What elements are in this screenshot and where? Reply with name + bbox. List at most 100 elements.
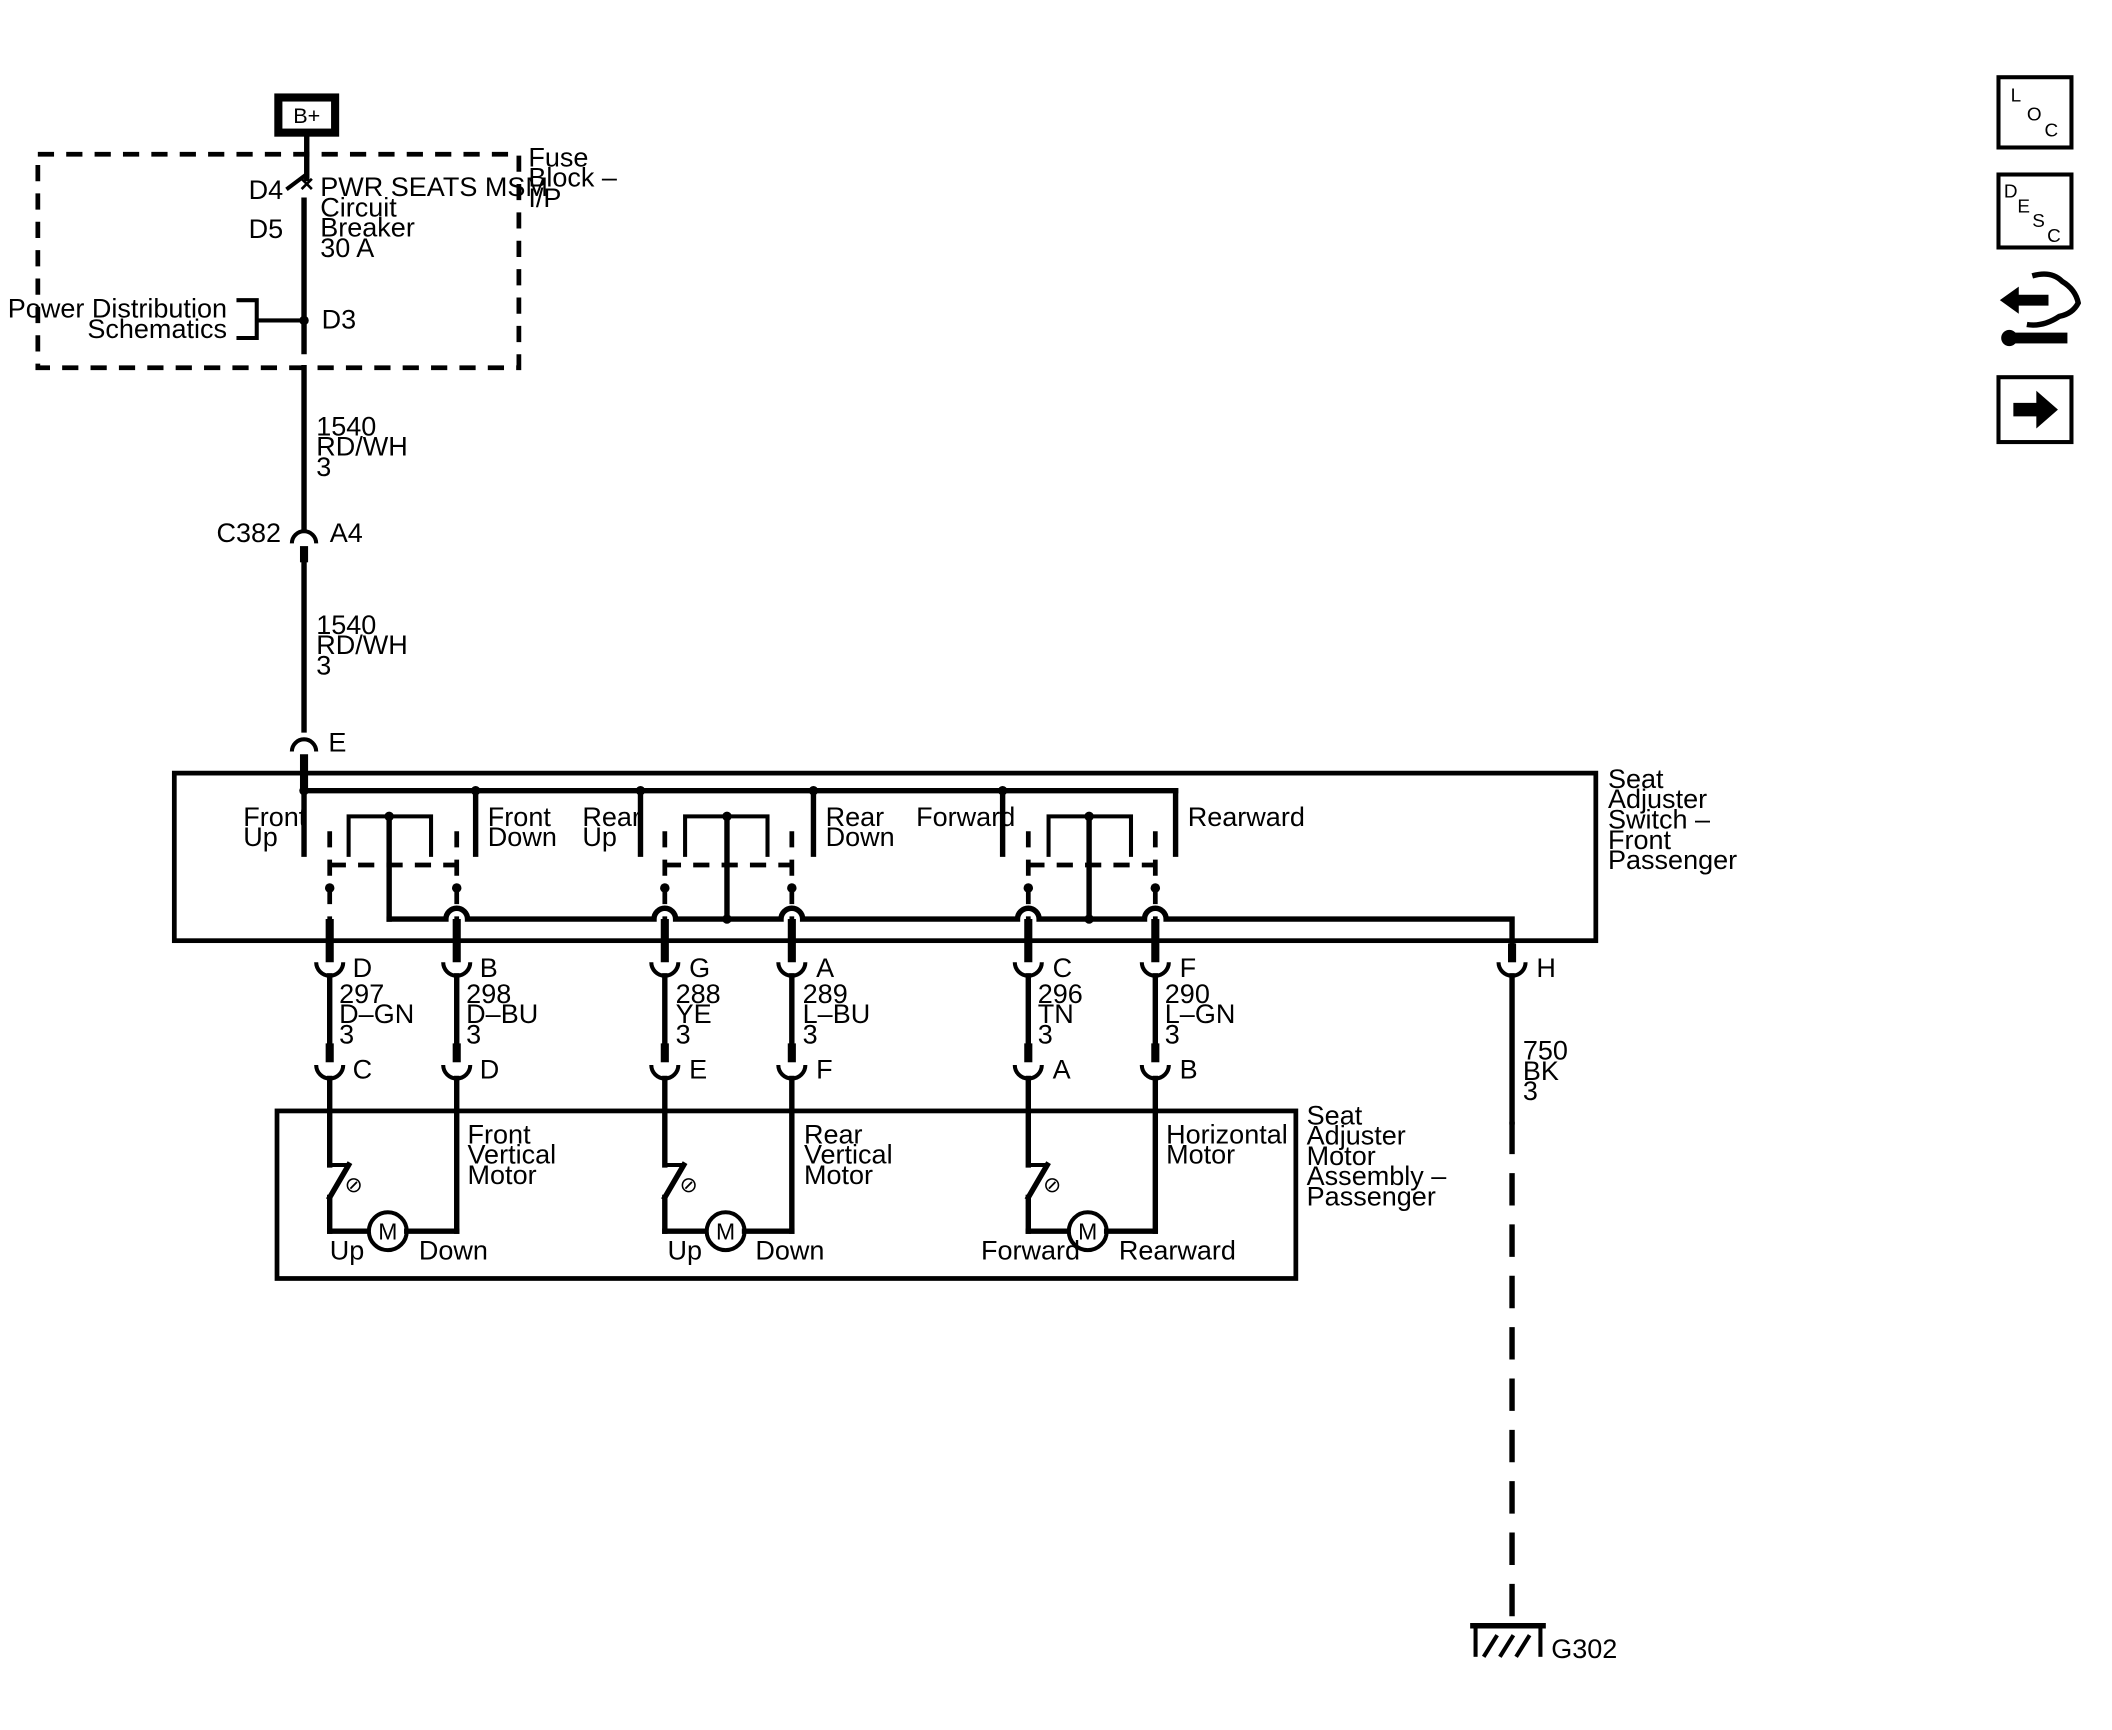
circuit-298: B 298 D–BU 3 D (441, 919, 538, 1084)
svg-text:E: E (2017, 196, 2030, 217)
position-front-down-1: Front (488, 802, 552, 832)
switch-label-4: Front (1608, 825, 1672, 855)
circuit-289-motor-pin: F (816, 1054, 833, 1084)
power-distribution-label-1: Power Distribution (8, 294, 227, 324)
breaker-label-3: Breaker (320, 213, 415, 243)
front-vertical-name-1: Front (468, 1119, 532, 1149)
breaker-label-4: 30 A (320, 233, 374, 263)
battery-source-label: B+ (293, 103, 320, 128)
breaker-pin-d5: D5 (249, 214, 284, 244)
motor-assembly-label-5: Passenger (1307, 1182, 1436, 1212)
circuit-289-gauge: 3 (803, 1019, 818, 1049)
thermal-breaker-icon: ⊘ (345, 1172, 363, 1197)
desc-button[interactable]: D E S C (1996, 172, 2074, 250)
circuit-289-number: 289 (803, 979, 848, 1009)
horizontal-name-2: Motor (1166, 1140, 1235, 1170)
switch-section-front-vertical (324, 811, 462, 922)
position-rear-up-1: Rear (582, 802, 641, 832)
ground-wire-number: 750 (1523, 1036, 1568, 1066)
circuit-289: A 289 L–BU 3 F (776, 919, 871, 1084)
position-rear-down-2: Down (826, 822, 895, 852)
loc-icon: L O C (2011, 86, 2058, 142)
circuit-288-motor-pin: E (689, 1054, 707, 1084)
circuit-289-color: L–BU (803, 999, 871, 1029)
switch-label-3: Switch – (1608, 805, 1711, 835)
circuit-298-switch-pin: B (480, 953, 498, 983)
circuit-290-number: 290 (1165, 979, 1210, 1009)
motor-symbol: M (1078, 1218, 1097, 1244)
circuit-290-switch-pin: F (1180, 953, 1197, 983)
circuit-298-number: 298 (466, 979, 511, 1009)
position-rear-down-1: Rear (826, 802, 885, 832)
front-vertical-up: Up (330, 1236, 365, 1266)
svg-text:S: S (2032, 211, 2045, 232)
circuit-296-gauge: 3 (1038, 1019, 1053, 1049)
svg-text:O: O (2027, 104, 2042, 125)
motor-symbol: M (378, 1218, 397, 1244)
breaker-label-2: Circuit (320, 192, 397, 222)
thermal-breaker-icon: ⊘ (1043, 1172, 1061, 1197)
ground-wire-color: BK (1523, 1056, 1559, 1086)
breaker-label-1: PWR SEATS MSM (320, 172, 548, 202)
position-rear-up-2: Up (582, 822, 617, 852)
motor-symbol: M (716, 1218, 735, 1244)
circuit-288-switch-pin: G (689, 953, 710, 983)
breaker-pin-d4: D4 (249, 175, 284, 205)
front-vertical-name-2: Vertical (468, 1140, 557, 1170)
position-front-up-1: Front (243, 802, 307, 832)
horizontal-forward: Forward (981, 1236, 1080, 1266)
svg-text:D: D (2004, 181, 2018, 202)
diagnostic-icon (1999, 271, 2082, 347)
nav-buttons: L O C D E S C (1996, 75, 2082, 445)
feed-wire-upper-color: RD/WH (316, 432, 408, 462)
circuit-297-gauge: 3 (339, 1019, 354, 1049)
rear-vertical-up: Up (668, 1236, 703, 1266)
front-vertical-name-3: Motor (468, 1160, 537, 1190)
motor-assembly-label-3: Motor (1307, 1141, 1376, 1171)
switch-feed-pin: E (328, 727, 346, 757)
feed-wire: 1540 RD/WH 3 C382 A4 1540 RD/WH 3 E (216, 365, 408, 791)
switch-section-rear-vertical (660, 811, 797, 924)
horizontal-motor: ⊘ M Horizontal Motor Forward Rearward (981, 1075, 1288, 1266)
desc-icon: D E S C (2004, 181, 2061, 247)
fuse-block-label-3: I/P (528, 183, 561, 213)
circuit-289-switch-pin: A (816, 953, 834, 983)
fuse-block-label-2: Block – (528, 163, 618, 193)
svg-text:C: C (2047, 226, 2061, 247)
svg-text:C: C (2044, 121, 2058, 142)
circuit-298-color: D–BU (466, 999, 538, 1029)
thermal-breaker-icon: ⊘ (680, 1172, 698, 1197)
fuse-block: Fuse Block – I/P (35, 142, 618, 371)
rear-vertical-name-1: Rear (804, 1119, 863, 1149)
ground-wire-gauge: 3 (1523, 1076, 1538, 1106)
next-arrow-icon (2013, 390, 2058, 429)
circuit-298-gauge: 3 (466, 1019, 481, 1049)
power-distribution-label-2: Schematics (87, 314, 227, 344)
circuit-288-number: 288 (676, 979, 721, 1009)
circuit-290: F 290 L–GN 3 B (1139, 919, 1235, 1084)
ground-switch-pin: H (1536, 953, 1556, 983)
position-front-up-2: Up (243, 822, 278, 852)
circuit-290-gauge: 3 (1165, 1019, 1180, 1049)
power-distribution-ref: Power Distribution Schematics D3 (8, 294, 356, 344)
rear-vertical-motor: ⊘ M Rear Vertical Motor Up Down (661, 1075, 893, 1266)
svg-text:×: × (300, 171, 314, 198)
power-distribution-pin: D3 (322, 305, 357, 335)
motor-assembly-label-4: Assembly – (1307, 1161, 1448, 1191)
feed-wire-upper-gauge: 3 (316, 452, 331, 482)
circuit-296-number: 296 (1038, 979, 1083, 1009)
rear-vertical-down: Down (755, 1236, 824, 1266)
seat-adjuster-switch: Seat Adjuster Switch – Front Passenger F… (171, 764, 1737, 949)
circuit-296-color: TN (1038, 999, 1074, 1029)
motor-assembly-label-1: Seat (1307, 1100, 1363, 1130)
diagnostic-button[interactable] (1999, 271, 2082, 347)
feed-connector-pin: A4 (330, 518, 363, 548)
circuit-297-color: D–GN (339, 999, 414, 1029)
next-button[interactable] (1996, 375, 2074, 445)
motor-assembly: Seat Adjuster Motor Assembly – Passenger… (274, 1075, 1448, 1281)
loc-button[interactable]: L O C (1996, 75, 2074, 150)
ground-circuit: H 750 BK 3 G302 (1470, 943, 1617, 1664)
switch-section-horizontal (1023, 811, 1161, 924)
rear-vertical-name-2: Vertical (804, 1140, 893, 1170)
feed-wire-lower-number: 1540 (316, 610, 376, 640)
